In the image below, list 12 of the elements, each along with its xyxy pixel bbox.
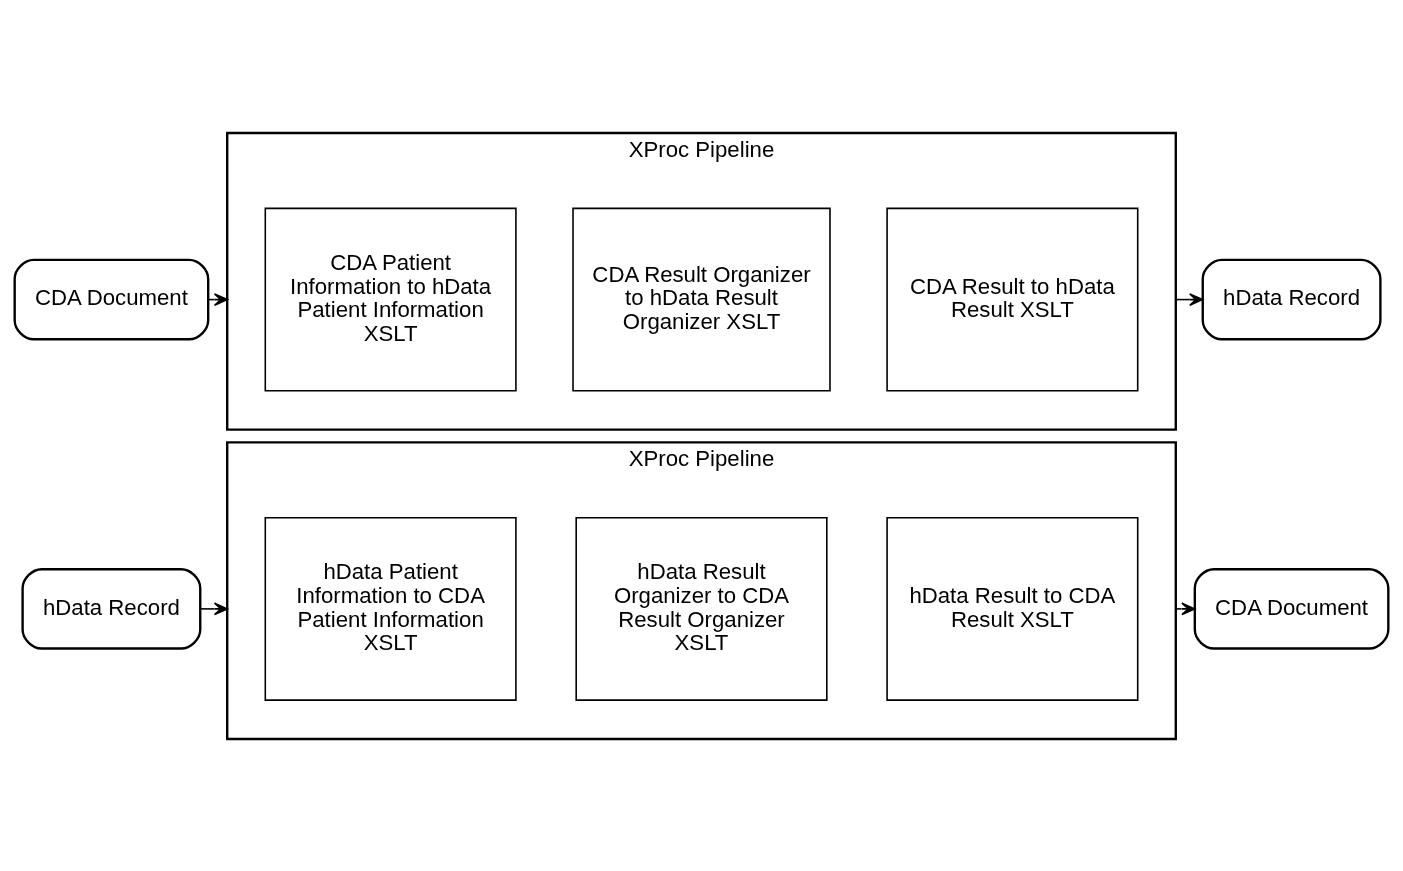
node-box: CDA Document xyxy=(13,258,210,340)
node-box: CDA Result to hData Result XSLT xyxy=(886,207,1139,392)
arrow xyxy=(199,601,228,615)
node-box: hData Result Organizer to CDA Result Organizer XSLT xyxy=(575,516,828,701)
node-box: CDA Result Organizer to hData Result Organizer XSLT xyxy=(572,207,831,392)
node-box: hData Record xyxy=(21,567,202,650)
node-box: hData Record xyxy=(1201,258,1382,340)
arrow xyxy=(1175,601,1196,615)
node-box: hData Result to CDA Result XSLT xyxy=(886,516,1139,701)
node-box: CDA Patient Information to hData Patient Information XSLT xyxy=(264,207,517,392)
node-box: hData Patient Information to CDA Patient Information XSLT xyxy=(264,516,517,701)
node-box: CDA Document xyxy=(1193,567,1390,650)
